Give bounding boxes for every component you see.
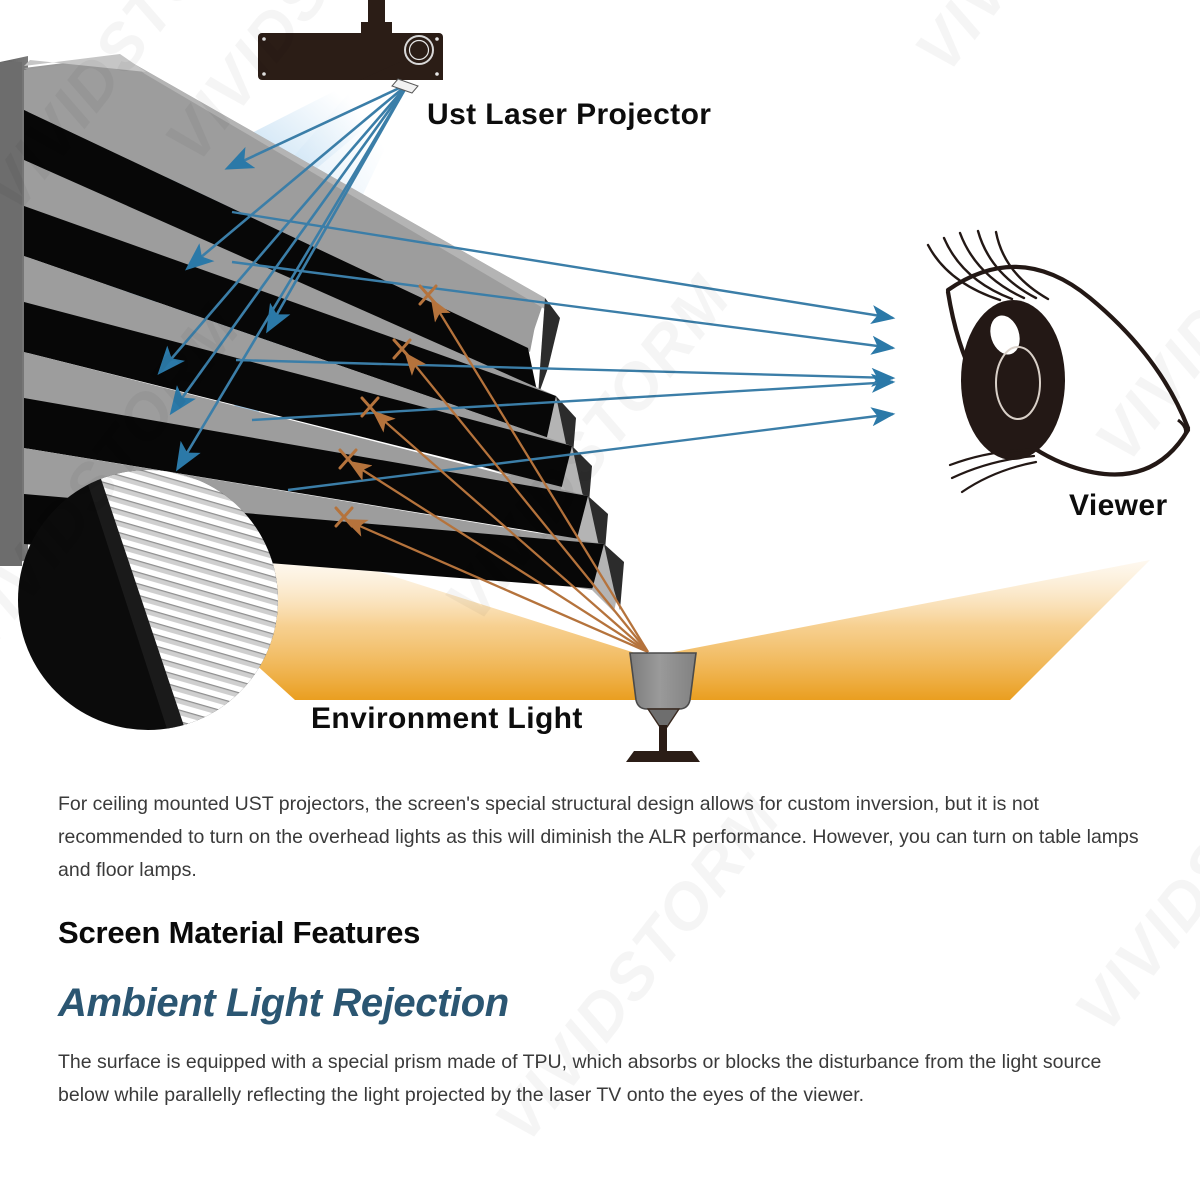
incident-rays: [157, 82, 410, 472]
heading-ambient-light-rejection: Ambient Light Rejection: [58, 981, 509, 1025]
projector-lens-housing: [360, 62, 443, 80]
ust-laser-projector: [258, 0, 443, 94]
blocked-marker-x: [392, 338, 412, 360]
lamp-base: [626, 751, 700, 762]
lamp-bulb-cone: [646, 708, 681, 728]
eye-highlight: [990, 315, 1020, 355]
blocked-marker-x: [418, 284, 438, 306]
ambient-light-cone: [168, 523, 1150, 700]
eye-upper-lid: [945, 264, 1191, 431]
label-ust-laser-projector: Ust Laser Projector: [427, 98, 712, 131]
blocked-marker-x: [360, 396, 380, 418]
intro-paragraph: For ceiling mounted UST projectors, the …: [58, 793, 1139, 881]
article-content: For ceiling mounted UST projectors, the …: [0, 770, 1200, 1112]
projector-mount-pole: [368, 0, 385, 24]
lamp-stem: [659, 725, 667, 751]
lamp-shade: [629, 652, 697, 710]
alr-screen-diagram: [0, 0, 1191, 762]
blocked-markers: [334, 284, 438, 528]
blocked-marker-x: [334, 506, 354, 528]
viewer-eye: [926, 229, 1191, 494]
label-viewer: Viewer: [1069, 489, 1168, 522]
heading-screen-material-features: Screen Material Features: [58, 915, 421, 950]
eyelash-lower: [948, 448, 1038, 494]
prism-closeup-magnifier: [18, 470, 278, 730]
label-environment-light: Environment Light: [311, 702, 583, 735]
blocked-marker-x: [338, 448, 358, 470]
eye-pupil-ring: [995, 346, 1041, 420]
eye-inner-crease: [1177, 418, 1187, 444]
alr-description-paragraph: The surface is equipped with a special p…: [58, 1051, 1102, 1106]
alr-screen: [0, 54, 624, 612]
eye-iris: [961, 300, 1065, 460]
environment-light-lamp: [626, 652, 700, 762]
projector-emitter: [391, 78, 419, 94]
ambient-rays-blocked: [343, 298, 649, 654]
reflected-rays-to-viewer: [231, 210, 896, 492]
